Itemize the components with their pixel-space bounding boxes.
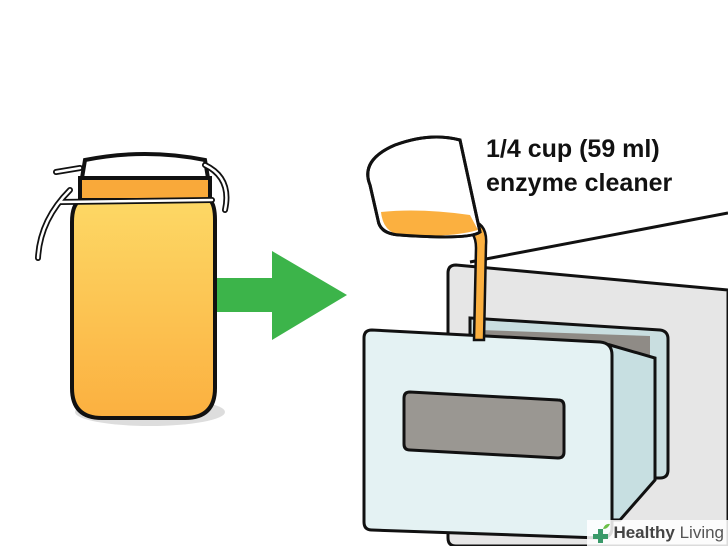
caption-line-2: enzyme cleaner <box>486 169 673 197</box>
watermark: Healthy Living <box>587 520 728 546</box>
caption: 1/4 cup (59 ml) enzyme cleaner <box>486 132 672 200</box>
arrow-right-icon <box>217 251 347 340</box>
watermark-light: Living <box>674 523 724 542</box>
laundry-machine <box>362 211 728 546</box>
measuring-cup <box>366 135 482 239</box>
caption-line-1: 1/4 cup (59 ml) <box>486 135 660 163</box>
watermark-bold: Healthy <box>613 523 675 542</box>
plus-leaf-icon <box>593 523 611 543</box>
jar <box>35 152 230 426</box>
